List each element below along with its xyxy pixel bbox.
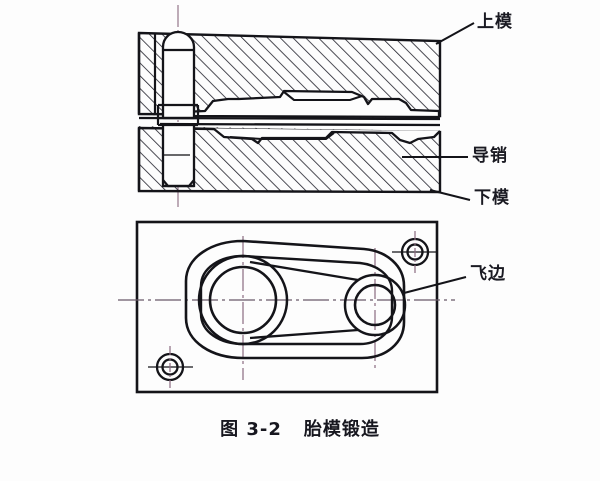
leader-flash — [403, 276, 467, 294]
label-flash: 飞边 — [470, 264, 506, 284]
right-boss-hole — [353, 283, 397, 327]
left-boss-outer-circle — [197, 254, 289, 346]
lower-die-cavity-profile — [182, 126, 441, 145]
leader-lower-die — [429, 189, 471, 201]
leader-upper-die — [435, 22, 475, 45]
guide-hole-top-right — [392, 231, 438, 273]
right-boss-outer-circle — [343, 273, 407, 337]
left-boss-hole — [208, 265, 278, 335]
upper-die-cavity-profile — [181, 89, 441, 119]
guide-hole-bottom-left — [148, 346, 193, 388]
label-guide-pin: 导销 — [472, 146, 508, 166]
flash-outline — [184, 239, 406, 360]
section-view — [137, 5, 475, 207]
plan-view — [118, 220, 467, 394]
label-upper-die: 上模 — [477, 12, 513, 32]
figure-title: 胎模锻造 — [303, 419, 380, 440]
figure-number: 图 3-2 — [220, 419, 282, 440]
die-plate-outline — [135, 220, 439, 394]
guide-pin — [153, 30, 200, 188]
label-lower-die: 下模 — [474, 188, 510, 208]
figure-caption: 图 3-2 胎模锻造 — [0, 415, 600, 441]
